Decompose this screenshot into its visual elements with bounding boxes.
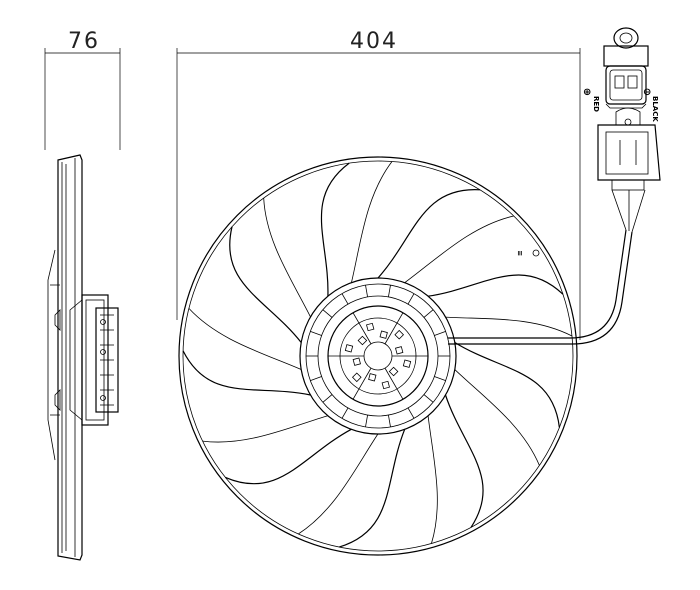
blade-trailing-edge: [188, 308, 302, 370]
hub-rib: [310, 330, 322, 336]
blade-trailing-edge: [404, 215, 514, 284]
side-view: 76: [44, 29, 121, 561]
label-red: RED: [592, 96, 600, 112]
negative-icon: ⊖: [643, 87, 651, 98]
label-black: BLACK: [651, 96, 659, 122]
hub-hole: [388, 366, 399, 377]
hub-rib: [423, 394, 434, 403]
blade-trailing-edge: [445, 316, 573, 337]
blade-trailing-edge: [427, 415, 438, 544]
blade-trailing-edge: [351, 161, 393, 283]
hub-rib: [365, 285, 368, 297]
blade-trailing-edge: [263, 197, 311, 318]
blade-edge: [225, 428, 352, 485]
connector-plug: [603, 27, 649, 109]
hub-rib: [365, 415, 368, 427]
hub-rib: [407, 407, 415, 419]
hub-spoke: [384, 367, 404, 400]
cable-split: [611, 189, 646, 233]
hub-hole: [368, 373, 377, 382]
hub-holes: [344, 322, 412, 390]
fan-outer-ring-inner: [182, 160, 574, 552]
blade-edge: [428, 274, 564, 297]
dim-404-label: 404: [350, 29, 398, 54]
side-motor-cap: [95, 307, 119, 413]
blade-edge: [229, 226, 302, 343]
hub-hole: [379, 330, 388, 339]
hub-rib: [322, 394, 333, 403]
fan-outer-ring: [178, 156, 578, 556]
blade-edge: [454, 341, 560, 428]
hub-rib: [310, 376, 322, 382]
front-view: 404 ≡: [176, 27, 661, 556]
side-ring-profile: [57, 154, 83, 561]
hub-rib: [341, 407, 349, 419]
blade-edge: [182, 350, 311, 396]
hub-rib: [341, 293, 349, 305]
hub-spoke: [384, 312, 404, 345]
hub-center: [363, 341, 393, 371]
hub-hole: [394, 329, 405, 340]
side-motor-mount: [69, 299, 83, 421]
hub-hole: [352, 357, 361, 366]
blade-trailing-edge: [202, 415, 328, 443]
blade-edge: [320, 162, 350, 297]
hub-hole: [395, 346, 404, 355]
hub-hole: [402, 359, 412, 368]
hub-spoke: [352, 367, 372, 400]
hub-rib: [388, 415, 391, 427]
blade-trailing-edge: [298, 433, 379, 535]
connector-housing: [597, 107, 661, 191]
hub-rib: [434, 376, 446, 382]
hub-spoke: [352, 312, 372, 345]
fan-hub: [299, 277, 457, 435]
hub-rib: [434, 330, 446, 336]
hub-rib: [423, 309, 434, 318]
fan-blades: [182, 161, 573, 548]
side-blade-edge: [47, 249, 56, 461]
hub-hole: [381, 380, 390, 390]
plug-latch: [613, 27, 639, 49]
hub-hole: [344, 344, 354, 353]
hub-rib: [407, 293, 415, 305]
blade-edge: [377, 189, 480, 279]
blade-edge: [338, 429, 406, 548]
hub-hole: [357, 335, 368, 346]
hub-rib: [322, 309, 333, 318]
hub-rib: [388, 285, 391, 297]
cable-wire-inner: [448, 231, 633, 345]
hub-hole: [351, 372, 362, 383]
svg-text:≡: ≡: [516, 250, 524, 256]
hub-ribs: [306, 285, 450, 427]
cable-wire-outer: [448, 229, 627, 339]
blade-edge: [444, 394, 484, 528]
hub-hole: [366, 322, 375, 332]
hub-outer-ring: [299, 277, 457, 435]
dim-76-label: 76: [68, 29, 100, 54]
positive-icon: ⊕: [583, 87, 591, 98]
blade-trailing-edge: [454, 369, 540, 466]
